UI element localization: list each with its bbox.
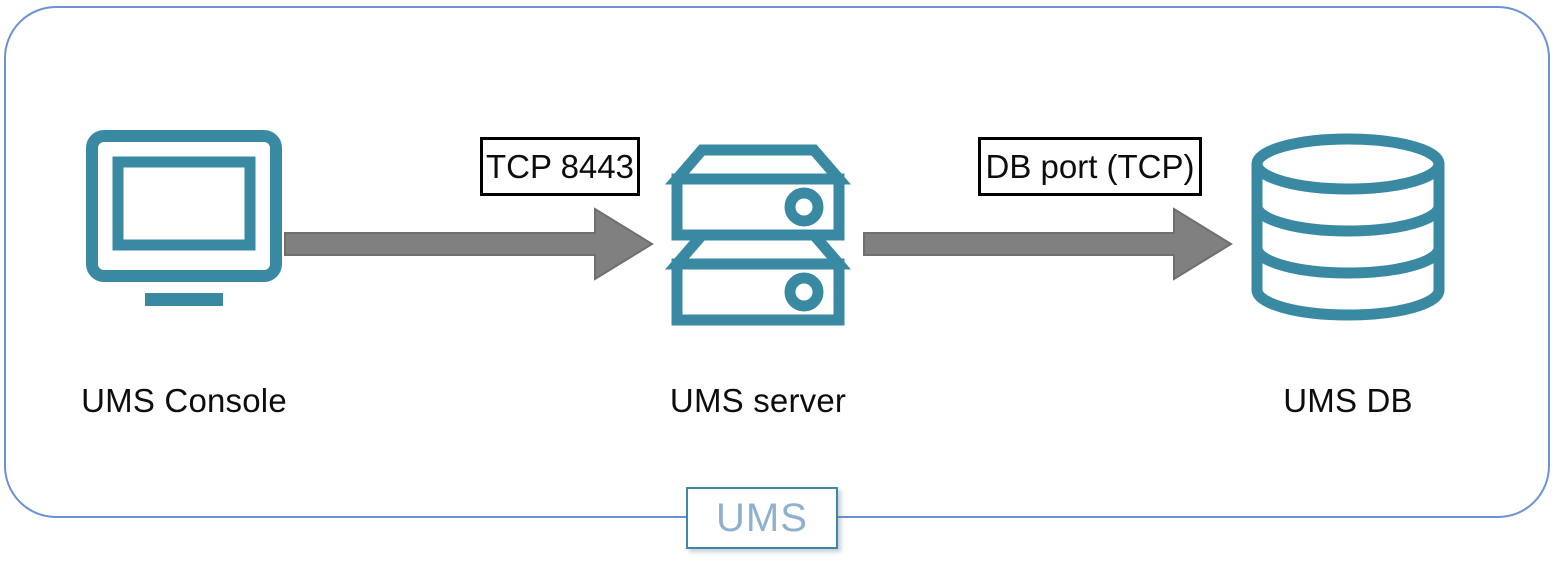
node-icon-wrapper (14, 130, 354, 340)
node-ums-console[interactable]: UMS Console (14, 130, 354, 430)
monitor-icon (86, 130, 282, 306)
server-indicator-icon (784, 187, 824, 227)
ums-boundary-badge-text: UMS (716, 496, 808, 540)
database-cylinder-icon (1251, 133, 1445, 321)
server-rack-icon (664, 144, 852, 326)
node-icon-wrapper (588, 130, 928, 340)
connection-label-text: TCP 8443 (486, 147, 634, 185)
node-ums-db[interactable]: UMS DB (1178, 130, 1518, 430)
node-icon-wrapper (1178, 130, 1518, 340)
arrow-console-to-server (284, 207, 654, 281)
connection-label-db-port: DB port (TCP) (978, 137, 1202, 196)
connection-label-tcp-8443: TCP 8443 (480, 137, 640, 196)
ums-boundary-badge: UMS (686, 487, 838, 549)
node-label-ums-server: UMS server (669, 382, 847, 419)
arrow-server-to-db (863, 207, 1233, 281)
node-label-ums-console: UMS Console (81, 382, 287, 419)
node-ums-server[interactable]: UMS server (588, 130, 928, 430)
server-indicator-icon (784, 272, 824, 312)
connection-label-text: DB port (TCP) (985, 147, 1195, 185)
node-label-ums-db: UMS DB (1283, 382, 1413, 419)
